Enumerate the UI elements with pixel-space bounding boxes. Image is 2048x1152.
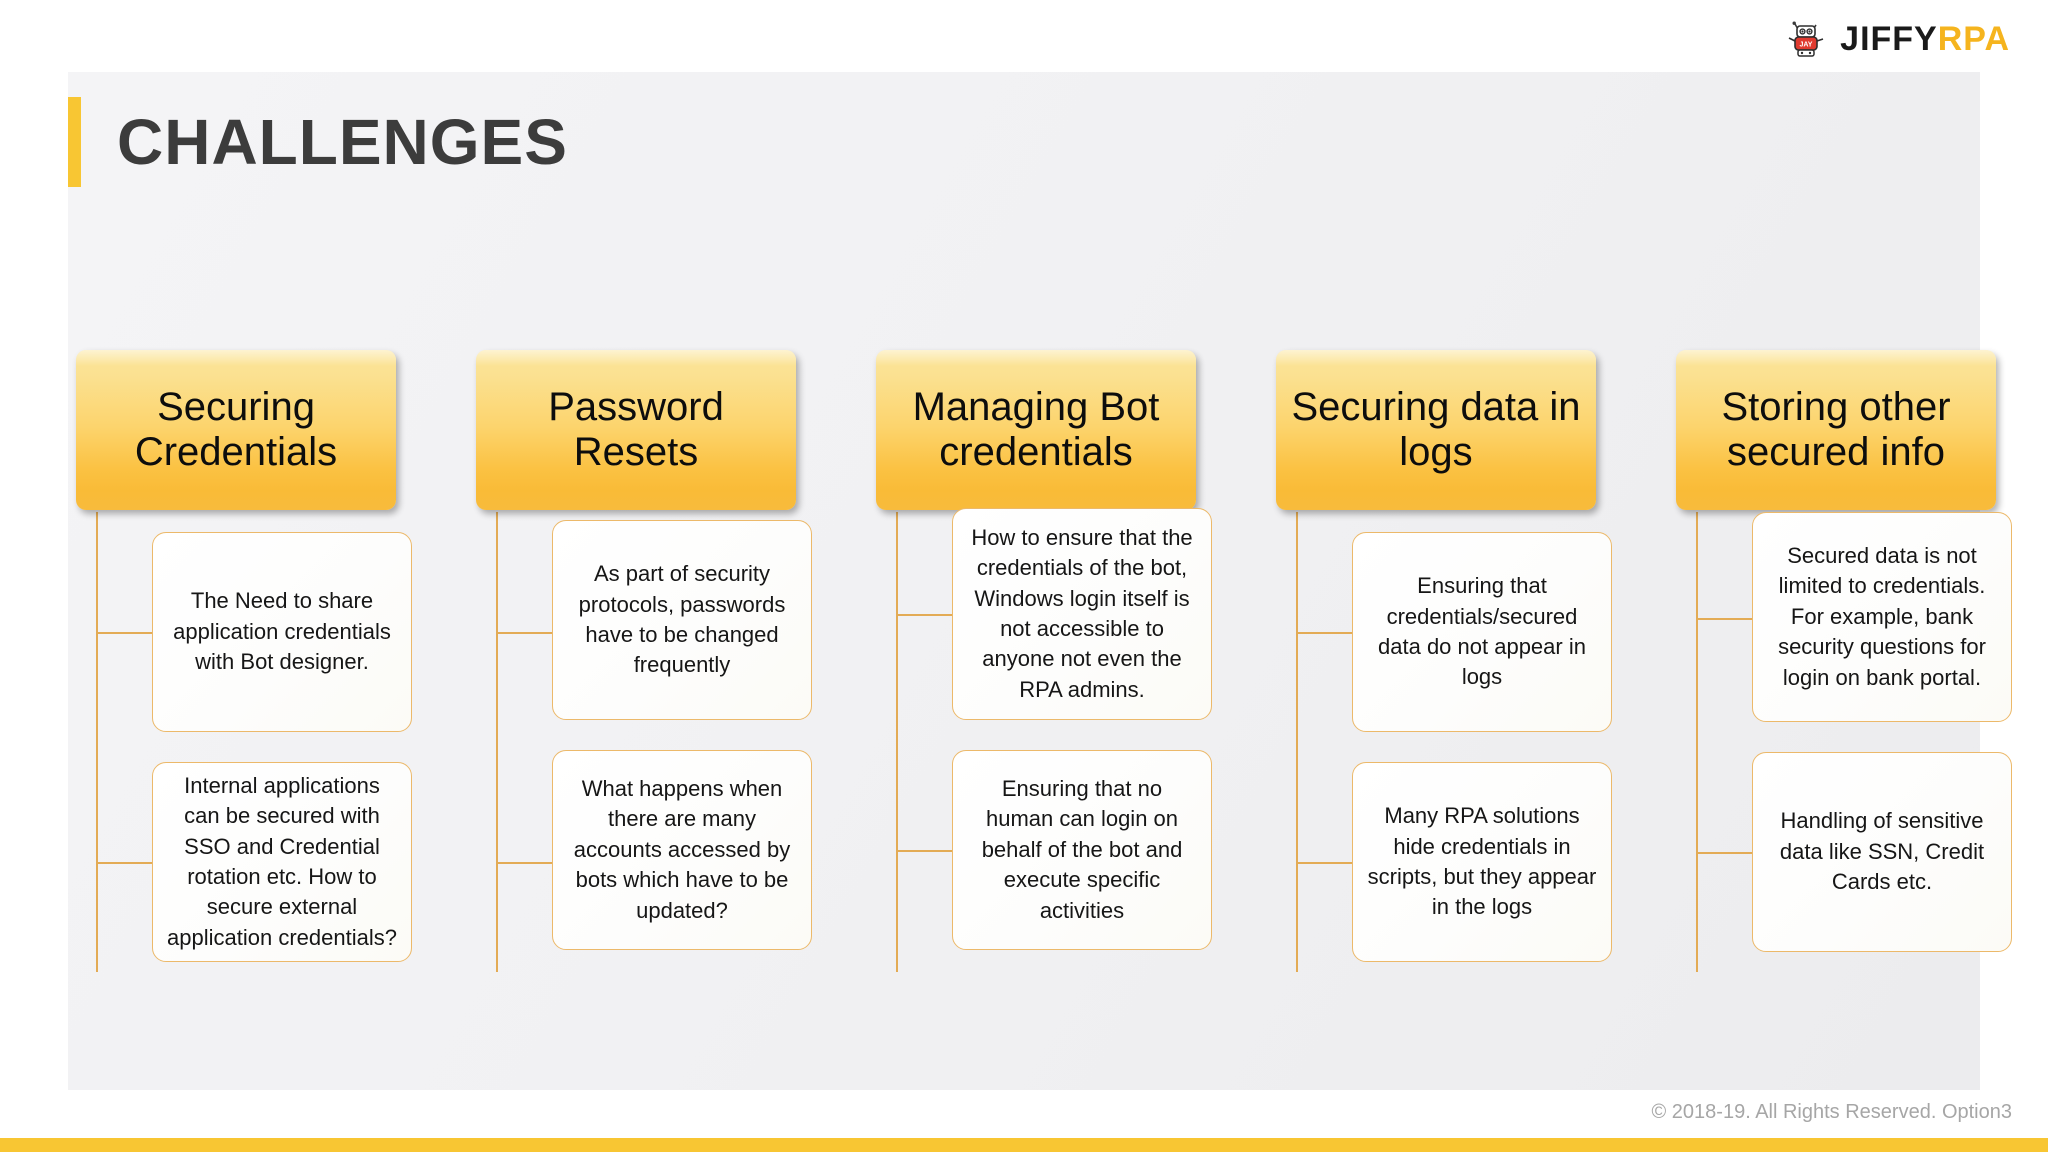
challenge-detail-box[interactable]: Many RPA solutions hide credentials in s…: [1352, 762, 1612, 962]
challenge-heading-label: Storing other secured info: [1721, 385, 1951, 474]
svg-text:JAY: JAY: [1800, 42, 1813, 49]
challenge-column: Managing Bot credentials How to ensure t…: [868, 350, 1268, 1090]
content-panel: CHALLENGES Securing Credentials The Need…: [68, 72, 2012, 1090]
brand-wordmark: JIFFYRPA: [1840, 17, 2010, 61]
connector-branch: [96, 862, 152, 864]
challenge-detail-text: Handling of sensitive data like SSN, Cre…: [1779, 808, 1985, 895]
challenge-heading-label: Managing Bot credentials: [912, 385, 1160, 474]
challenge-heading-box[interactable]: Password Resets: [476, 350, 796, 510]
challenge-heading-box[interactable]: Managing Bot credentials: [876, 350, 1196, 510]
challenge-detail-text: What happens when there are many account…: [573, 776, 791, 923]
challenge-detail-box[interactable]: What happens when there are many account…: [552, 750, 812, 950]
brand-name-primary: JIFFY: [1840, 20, 1938, 58]
connector-trunk: [96, 512, 98, 972]
challenge-detail-text: How to ensure that the credentials of th…: [971, 524, 1193, 702]
challenge-detail-box[interactable]: Internal applications can be secured wit…: [152, 762, 412, 962]
connector-trunk: [1696, 512, 1698, 972]
challenge-detail-box[interactable]: Ensuring that credentials/secured data d…: [1352, 532, 1612, 732]
challenge-heading-box[interactable]: Securing data in logs: [1276, 350, 1596, 510]
connector-branch: [496, 862, 552, 864]
challenge-heading-label: Securing data in logs: [1291, 385, 1581, 474]
robot-mascot-icon: JAY: [1786, 17, 1830, 61]
connector-branch: [1296, 862, 1352, 864]
challenge-detail-text: Internal applications can be secured wit…: [167, 772, 397, 950]
challenge-detail-box[interactable]: Secured data is not limited to credentia…: [1752, 512, 2012, 722]
challenge-column: Securing data in logs Ensuring that cred…: [1268, 350, 1668, 1090]
footer-accent-bar: [0, 1138, 2048, 1152]
connector-branch: [1696, 618, 1752, 620]
connector-trunk: [1296, 512, 1298, 972]
connector-branch: [496, 632, 552, 634]
challenge-detail-text: Ensuring that no human can login on beha…: [981, 776, 1183, 923]
connector-branch: [1696, 852, 1752, 854]
brand-name-secondary: RPA: [1937, 20, 2010, 58]
challenges-columns: Securing Credentials The Need to share a…: [68, 350, 2012, 1090]
challenge-detail-box[interactable]: Handling of sensitive data like SSN, Cre…: [1752, 752, 2012, 952]
challenge-detail-box[interactable]: How to ensure that the credentials of th…: [952, 508, 1212, 720]
challenge-detail-box[interactable]: Ensuring that no human can login on beha…: [952, 750, 1212, 950]
challenge-detail-text: As part of security protocols, passwords…: [578, 561, 786, 678]
challenge-column: Storing other secured info Secured data …: [1668, 350, 2048, 1090]
challenge-column: Password Resets As part of security prot…: [468, 350, 868, 1090]
connector-trunk: [496, 512, 498, 972]
connector-branch: [896, 850, 952, 852]
challenge-detail-box[interactable]: The Need to share application credential…: [152, 532, 412, 732]
connector-branch: [1296, 632, 1352, 634]
challenge-column: Securing Credentials The Need to share a…: [68, 350, 468, 1090]
challenge-detail-text: Secured data is not limited to credentia…: [1778, 543, 1986, 690]
page-title: CHALLENGES: [68, 94, 568, 190]
challenge-detail-text: The Need to share application credential…: [173, 588, 391, 675]
connector-branch: [96, 632, 152, 634]
brand-logo: JAY JIFFYRPA: [1786, 16, 2010, 62]
page-title-text: CHALLENGES: [117, 106, 568, 178]
challenge-heading-label: Password Resets: [548, 385, 724, 474]
connector-trunk: [896, 512, 898, 972]
connector-branch: [896, 614, 952, 616]
challenge-heading-label: Securing Credentials: [134, 385, 338, 474]
challenge-detail-text: Many RPA solutions hide credentials in s…: [1367, 803, 1597, 920]
challenge-heading-box[interactable]: Securing Credentials: [76, 350, 396, 510]
title-accent-bar: [68, 97, 81, 187]
challenge-detail-text: Ensuring that credentials/secured data d…: [1378, 573, 1586, 690]
challenge-detail-box[interactable]: As part of security protocols, passwords…: [552, 520, 812, 720]
challenge-heading-box[interactable]: Storing other secured info: [1676, 350, 1996, 510]
footer-copyright: © 2018-19. All Rights Reserved. Option3: [1651, 1101, 2013, 1123]
